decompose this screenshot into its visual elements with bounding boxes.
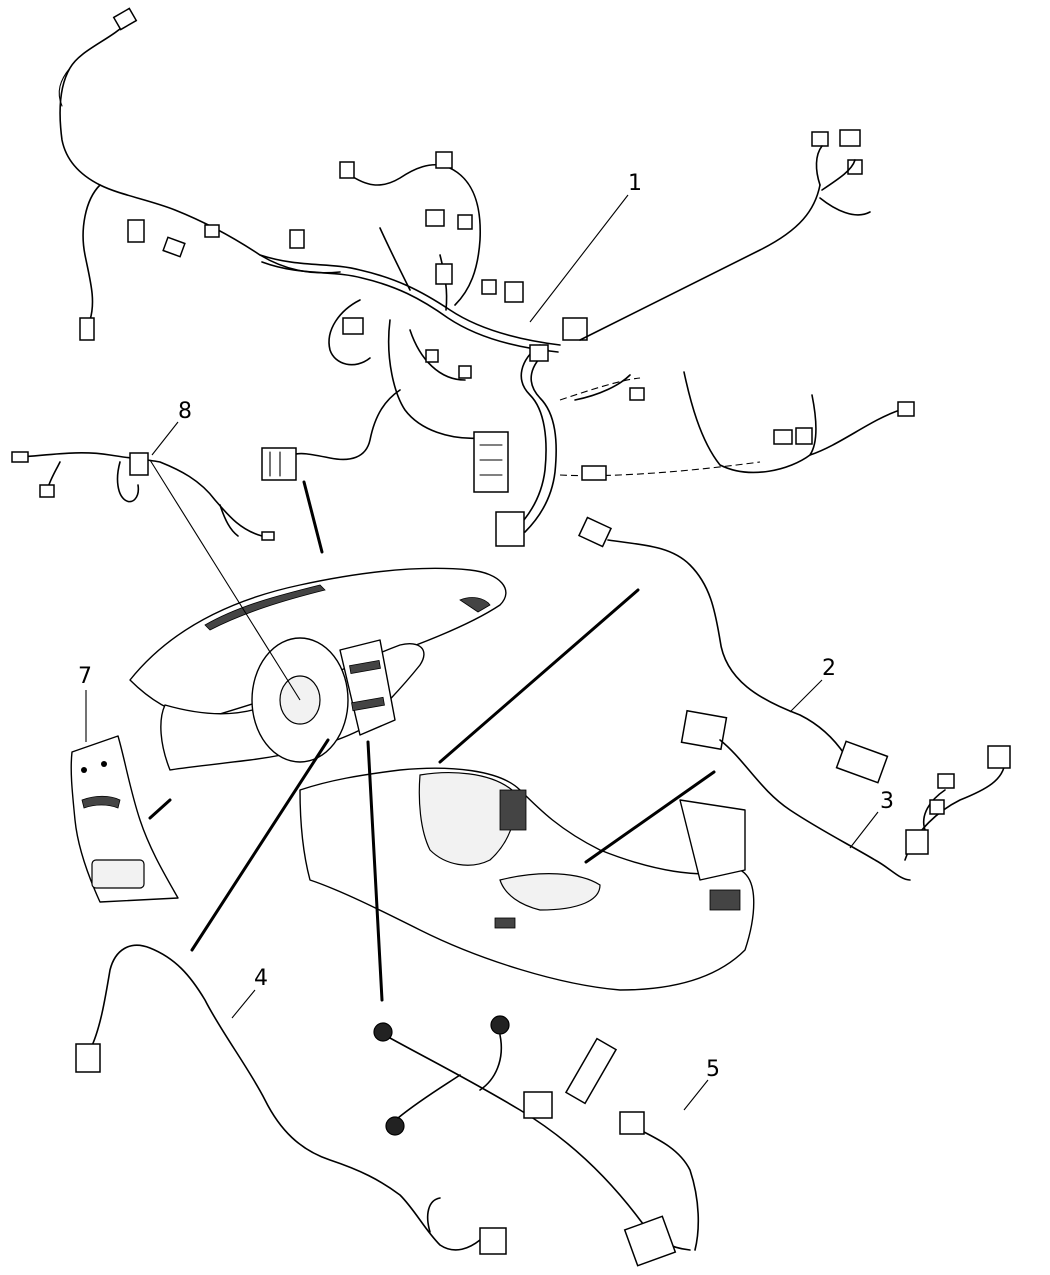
- callout-2: 2: [822, 656, 836, 681]
- part-4-harness: [75, 944, 507, 1255]
- part-7-trim-panel: [70, 735, 179, 903]
- part-3-harness: [680, 709, 1011, 881]
- part-5-harness: [373, 1015, 700, 1267]
- part-8-harness: [11, 451, 275, 541]
- callout-5: 5: [706, 1057, 720, 1082]
- callout-3: 3: [880, 789, 894, 814]
- leader-lines: [85, 194, 879, 1111]
- instrument-panel-body: [129, 567, 755, 991]
- callout-7: 7: [78, 664, 92, 689]
- part-1-main-harness: [58, 7, 915, 547]
- callouts: 1 2 3 4 5 7 8: [78, 171, 894, 1082]
- callout-1: 1: [628, 171, 642, 196]
- part-2-harness: [577, 516, 889, 784]
- callout-8: 8: [178, 399, 192, 424]
- callout-4: 4: [254, 966, 268, 991]
